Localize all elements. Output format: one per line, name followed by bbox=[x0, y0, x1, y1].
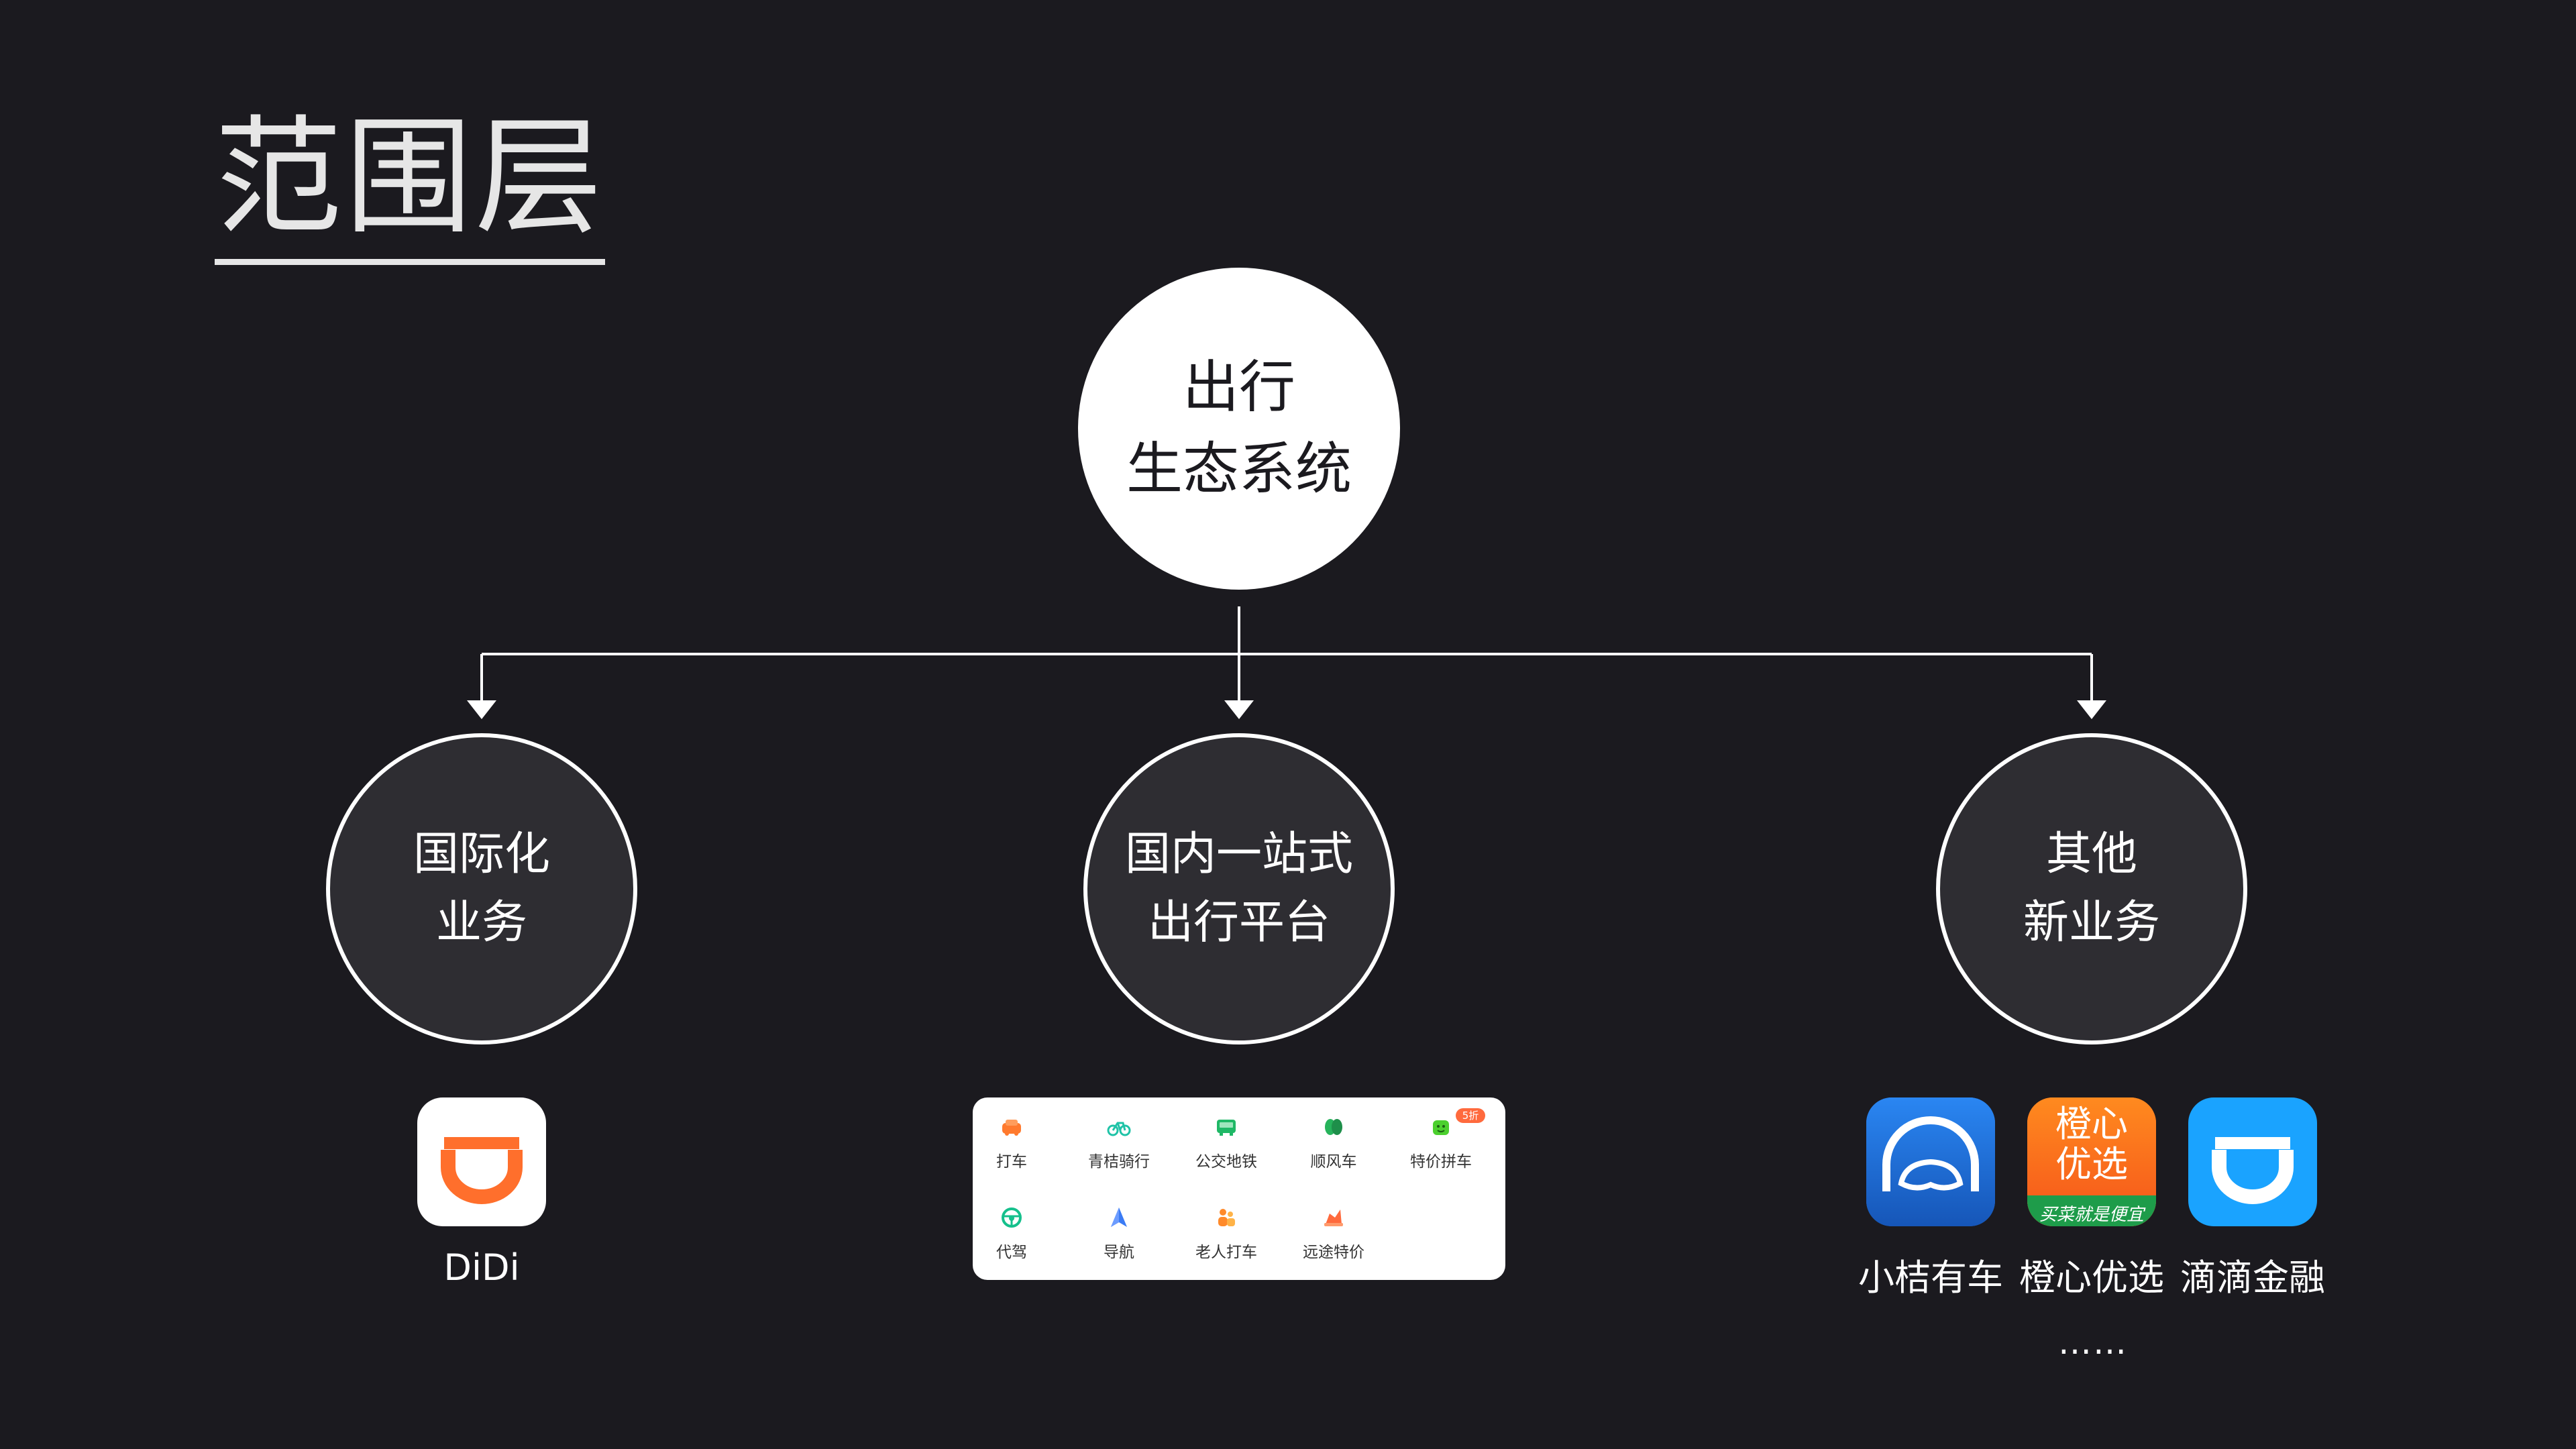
root-node-line2: 生态系统 bbox=[1126, 436, 1352, 502]
app-label-didi-finance: 滴滴金融 bbox=[2180, 1256, 2325, 1299]
root-node: 出行 生态系统 bbox=[1078, 268, 1400, 590]
elderly-icon bbox=[1218, 1209, 1235, 1226]
node-domestic-line1: 国内一站式 bbox=[1124, 828, 1353, 881]
page-title: 范围层 bbox=[215, 114, 606, 265]
menu-item-label: 顺风车 bbox=[1310, 1153, 1357, 1171]
menu-item-label: 导航 bbox=[1104, 1244, 1134, 1261]
chengxin-icon-text: 橙心 优选 bbox=[2055, 1103, 2128, 1185]
menu-item-label: 老人打车 bbox=[1195, 1244, 1257, 1261]
service-menu-card bbox=[973, 1097, 1505, 1280]
app-label-xiaoju-car: 小桔有车 bbox=[1858, 1256, 2003, 1299]
menu-item-taxi[interactable]: 打车 bbox=[961, 1114, 1062, 1171]
node-international: 国际化 业务 bbox=[326, 733, 637, 1044]
chengxin-slogan: 买菜就是便宜 bbox=[2039, 1205, 2144, 1225]
node-new-business-line1: 其他 bbox=[2045, 828, 2137, 881]
menu-item-label: 特价拼车 bbox=[1410, 1153, 1472, 1171]
arrow-right bbox=[2077, 700, 2106, 719]
car-icon bbox=[1002, 1120, 1021, 1136]
carpool-icon bbox=[1433, 1120, 1449, 1135]
more-ellipsis: …… bbox=[2058, 1323, 2128, 1362]
hitch-ride-icon bbox=[1325, 1119, 1342, 1135]
menu-item-bike[interactable]: 青桔骑行 bbox=[1069, 1114, 1169, 1171]
chengxin-logo-icon bbox=[2027, 1097, 2156, 1226]
arrow-center bbox=[1224, 700, 1254, 719]
node-domestic: 国内一站式 出行平台 bbox=[1083, 733, 1395, 1044]
bus-icon bbox=[1217, 1120, 1236, 1136]
navigation-arrow-icon bbox=[1111, 1208, 1127, 1227]
menu-item-label: 公交地铁 bbox=[1195, 1153, 1257, 1171]
menu-item-label: 代驾 bbox=[996, 1244, 1027, 1261]
node-international-line1: 国际化 bbox=[413, 828, 550, 881]
didi-orange-logo-icon bbox=[417, 1097, 546, 1226]
node-new-business: 其他 新业务 bbox=[1936, 733, 2247, 1044]
arrow-left bbox=[467, 700, 496, 719]
menu-item-elderly-taxi[interactable]: 老人打车 bbox=[1176, 1204, 1277, 1262]
menu-item-label: 青桔骑行 bbox=[1088, 1153, 1150, 1171]
menu-item-label: 打车 bbox=[996, 1153, 1027, 1171]
app-label-chengxin: 橙心优选 bbox=[2019, 1256, 2164, 1299]
menu-item-label: 远途特价 bbox=[1303, 1244, 1364, 1261]
menu-item-designated-driver[interactable]: 代驾 bbox=[961, 1204, 1062, 1262]
steering-wheel-icon bbox=[1002, 1208, 1022, 1228]
node-domestic-line2: 出行平台 bbox=[1147, 896, 1330, 949]
long-trip-icon bbox=[1324, 1210, 1343, 1226]
didi-label: DiDi bbox=[443, 1246, 520, 1289]
menu-item-long-trip[interactable]: 远途特价 bbox=[1283, 1204, 1384, 1262]
menu-item-hitch[interactable]: 顺风车 bbox=[1283, 1114, 1384, 1171]
didi-blue-logo-icon bbox=[2188, 1097, 2317, 1226]
menu-item-transit[interactable]: 公交地铁 bbox=[1176, 1114, 1277, 1171]
root-node-line1: 出行 bbox=[1182, 354, 1295, 421]
menu-item-navigation[interactable]: 导航 bbox=[1069, 1204, 1169, 1262]
discount-badge: 5折 bbox=[1456, 1108, 1485, 1123]
car-dome-icon bbox=[1866, 1097, 1995, 1226]
node-new-business-line2: 新业务 bbox=[2023, 896, 2160, 949]
bike-icon bbox=[1107, 1122, 1131, 1136]
node-international-line2: 业务 bbox=[435, 896, 527, 949]
menu-item-carpool[interactable]: 特价拼车 bbox=[1391, 1114, 1491, 1171]
